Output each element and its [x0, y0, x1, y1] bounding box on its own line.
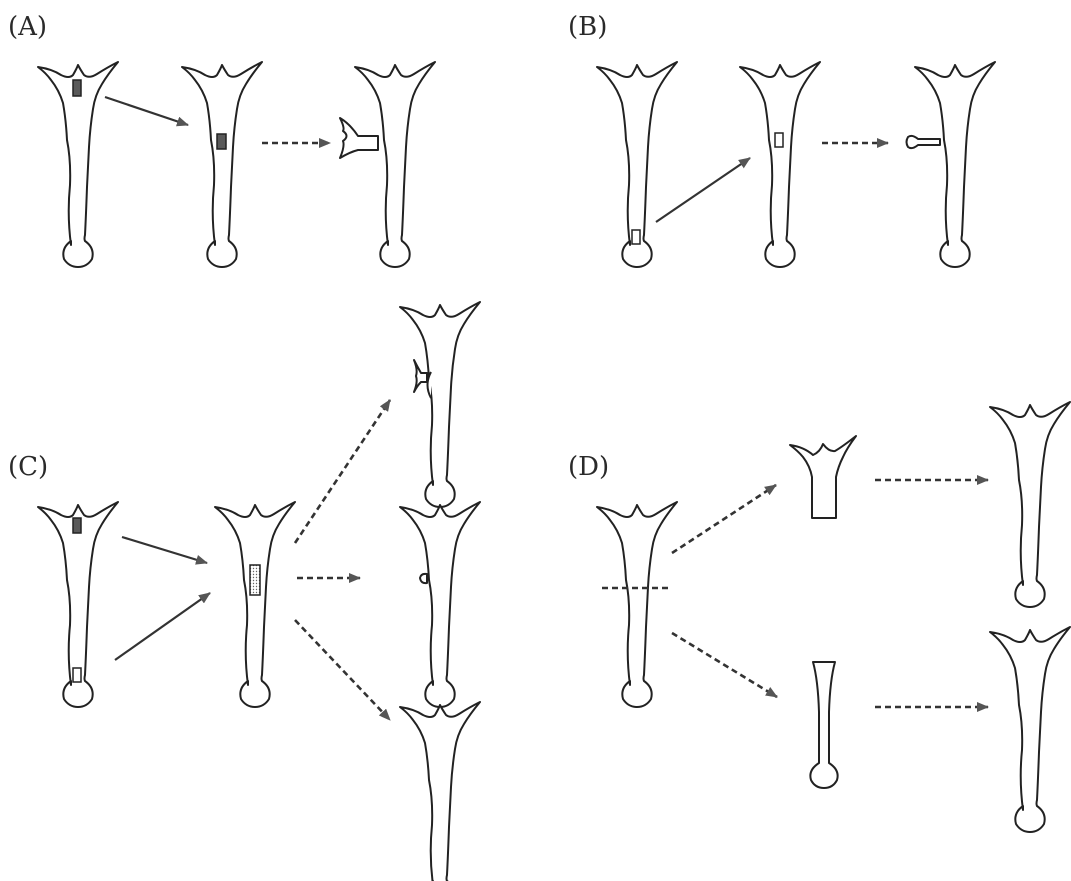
graft-tissue-implanted	[774, 132, 784, 148]
graft-tissue-combined	[249, 564, 261, 596]
panel-d	[596, 401, 1071, 833]
graft-tissue-head	[72, 517, 82, 534]
hydra-result-small-outgrowth	[399, 301, 481, 508]
graft-tissue-foot	[72, 667, 82, 683]
panel-label-d: (D)	[568, 452, 609, 482]
graft-tissue-head	[72, 79, 82, 97]
secondary-head-outgrowth	[339, 117, 379, 159]
hydra-result-secondary-foot	[914, 61, 996, 268]
hydra-host	[739, 61, 821, 268]
hydra-result-secondary-axis	[354, 61, 436, 268]
transplant-arrow	[104, 95, 189, 127]
hydra-original	[596, 501, 678, 708]
lower-fragment	[809, 661, 839, 789]
outcome-arrow-upper	[293, 399, 392, 544]
transplant-arrow-foot-tissue	[114, 592, 211, 661]
hydra-result-normal	[399, 701, 481, 881]
small-bud	[419, 572, 428, 585]
upper-fragment	[789, 435, 857, 519]
panel-c	[37, 301, 481, 881]
panel-label-b: (B)	[568, 12, 607, 42]
graft-tissue-foot	[631, 229, 641, 245]
panel-label-c: (C)	[8, 452, 48, 482]
graft-tissue-implanted	[216, 133, 227, 150]
secondary-foot-outgrowth	[905, 134, 941, 150]
small-head-outgrowth	[413, 359, 432, 399]
hydra-host	[181, 61, 263, 268]
hydra-result-small-bud	[399, 501, 481, 708]
outcome-arrow-lower	[294, 619, 391, 721]
outcome-arrow-upper-fragment	[671, 483, 777, 555]
hydra-regenerated-from-lower	[989, 626, 1071, 833]
hydra-regenerated-from-upper	[989, 401, 1071, 608]
outcome-arrow-lower-fragment	[671, 631, 778, 699]
transplant-arrow	[655, 157, 751, 223]
panel-a	[37, 61, 436, 268]
hydra-host	[214, 501, 296, 708]
panel-label-a: (A)	[8, 12, 47, 42]
transplant-arrow-head-tissue	[121, 535, 208, 565]
panel-b	[596, 61, 996, 268]
